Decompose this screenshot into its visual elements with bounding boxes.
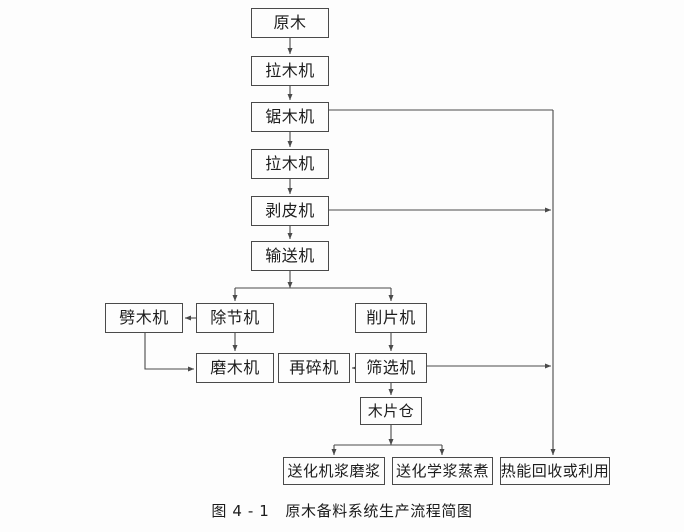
node-yuanmu: 原木	[251, 8, 329, 38]
node-lamuji1: 拉木机	[251, 56, 329, 86]
node-xiaopianji: 削片机	[355, 303, 427, 333]
figure-caption: 图 4 - 1 原木备料系统生产流程简图	[0, 502, 684, 520]
node-label-huaxuejiang: 送化学浆蒸煮	[395, 461, 489, 480]
node-label-shaixuanji: 筛选机	[366, 358, 416, 377]
node-shusongji: 输送机	[251, 241, 329, 271]
node-label-bopiji: 剥皮机	[265, 201, 315, 220]
node-label-lamuji1: 拉木机	[265, 61, 315, 80]
node-label-chujieji: 除节机	[210, 308, 260, 327]
node-jijiangmojiang: 送化机浆磨浆	[283, 457, 385, 485]
node-shaixuanji: 筛选机	[355, 353, 427, 383]
node-label-pimuji: 劈木机	[119, 308, 169, 327]
figure-caption-title: 原木备料系统生产流程简图	[285, 502, 473, 520]
node-label-jumuji: 锯木机	[265, 107, 315, 126]
node-zaisuiji: 再碎机	[278, 353, 350, 383]
node-momuji: 磨木机	[196, 353, 274, 383]
node-label-lamuji2: 拉木机	[265, 154, 315, 173]
node-label-renenghuishou: 热能回收或利用	[500, 461, 610, 480]
node-pimuji: 劈木机	[105, 303, 183, 333]
node-label-mupiancang: 木片仓	[367, 401, 415, 420]
node-label-jijiangmojiang: 送化机浆磨浆	[287, 461, 381, 480]
figure-caption-number: 图 4 - 1	[211, 502, 270, 520]
node-label-xiaopianji: 削片机	[366, 308, 416, 327]
node-jumuji: 锯木机	[251, 102, 329, 132]
node-chujieji: 除节机	[196, 303, 274, 333]
node-label-yuanmu: 原木	[273, 13, 307, 32]
node-bopiji: 剥皮机	[251, 196, 329, 226]
node-label-zaisuiji: 再碎机	[289, 358, 339, 377]
node-huaxuejiang: 送化学浆蒸煮	[392, 457, 493, 485]
node-mupiancang: 木片仓	[360, 397, 422, 425]
node-renenghuishou: 热能回收或利用	[500, 457, 610, 485]
edge-pimuji-to-momuji	[144, 333, 195, 372]
node-label-momuji: 磨木机	[210, 358, 260, 377]
node-lamuji2: 拉木机	[251, 149, 329, 179]
node-label-shusongji: 输送机	[265, 246, 315, 265]
